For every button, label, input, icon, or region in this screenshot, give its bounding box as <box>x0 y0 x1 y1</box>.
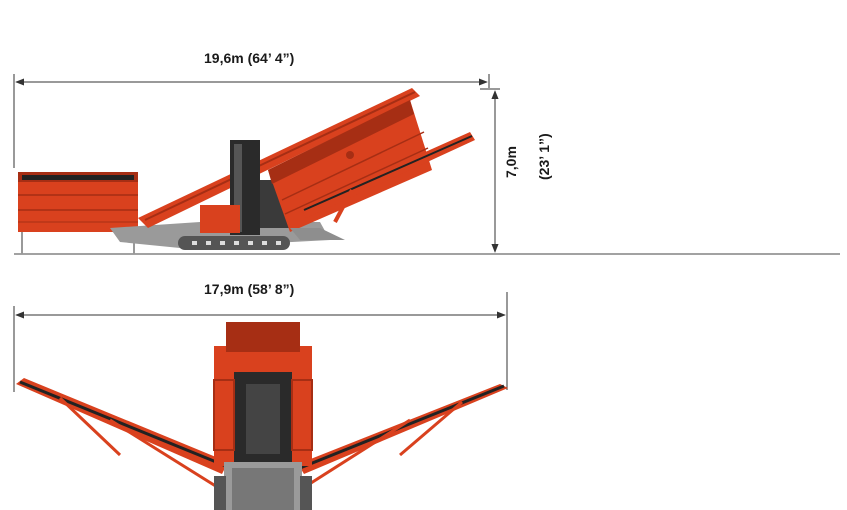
top-view <box>13 292 508 510</box>
top-length-label: 17,9m (58’ 8”) <box>204 281 295 297</box>
feed-hopper <box>18 172 138 254</box>
top-main-body <box>213 322 313 510</box>
height-imperial-label: (23’ 1”) <box>536 133 552 180</box>
right-conveyor-arm <box>298 384 508 492</box>
crawler-tracks <box>178 236 290 250</box>
side-length-label: 19,6m (64’ 4”) <box>204 50 295 66</box>
side-conveyor <box>300 132 475 218</box>
left-conveyor-arm <box>16 378 228 492</box>
main-conveyor <box>138 88 420 228</box>
screen-box <box>268 100 432 232</box>
side-view <box>13 74 840 255</box>
height-metric-label: 7,0m <box>503 146 519 178</box>
support-legs <box>290 189 354 240</box>
